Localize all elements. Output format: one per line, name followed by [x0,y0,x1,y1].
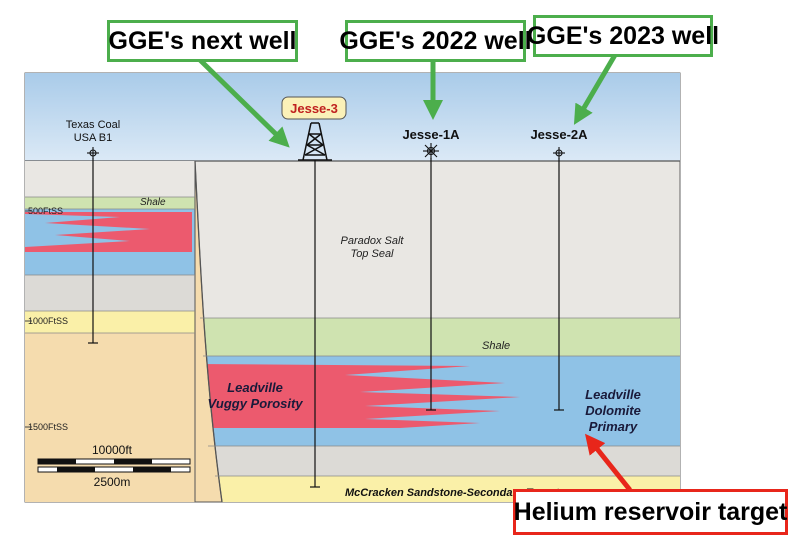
fault-line [194,160,223,503]
sky-band [25,73,680,161]
right-shale-band [195,318,680,356]
jesse3-badge [281,96,347,120]
next-well-arrow [198,58,290,148]
scale-label-bottom: 2500m [94,475,131,489]
left-grey-band [25,275,195,311]
helium-callout: Helium reservoir target [513,489,788,535]
dolomite-label-line3: Primary [589,419,638,434]
right-porosity-zone [195,364,520,428]
left-salt-band [25,161,195,197]
gas-well-icon [423,143,439,159]
left-sandstone-band [25,311,195,333]
well-2022-callout: GGE's 2022 well [339,20,532,62]
scale-label-top: 10000ft [92,443,133,457]
drilling-rig-icon [298,122,332,161]
left-basement-band [25,333,195,502]
texas-coal-label-line1: Texas Coal [66,119,120,131]
well-2023-arrow [573,53,618,125]
depth-label-1000: 1000FtSS [28,316,68,326]
shale-upper-label: Shale [140,197,166,208]
left-shale-band [25,197,195,209]
depth-label-1500: 1500FtSS [28,422,68,432]
left-porosity-zone [25,212,192,252]
dolomite-label-line2: Dolomite [585,403,641,418]
sandstone-label: McCracken Sandstone-Secondary Target [345,487,560,499]
dolomite-label-line1: Leadville [585,387,641,402]
texas-coal-label-line2: USA B1 [74,132,113,144]
planned-well-icon [553,147,565,159]
dry-hole-icon [87,147,99,159]
depth-label-500: 500FtSS [28,206,63,216]
salt-label-line2: Top Seal [350,248,394,260]
shale-lower-label: Shale [482,340,510,352]
well-2023-callout: GGE's 2023 well [527,15,719,57]
next-well-callout: GGE's next well [107,20,298,62]
jesse2a-label: Jesse-2A [530,127,588,142]
vuggy-label-line2: Vuggy Porosity [207,396,303,411]
vuggy-label-line1: Leadville [227,380,283,395]
jesse1a-label: Jesse-1A [402,127,460,142]
jesse3-label: Jesse-3 [290,101,338,116]
scale-bar: 10000ft 2500m [37,443,191,489]
salt-label-line1: Paradox Salt [341,235,405,247]
helium-arrow [585,433,632,492]
